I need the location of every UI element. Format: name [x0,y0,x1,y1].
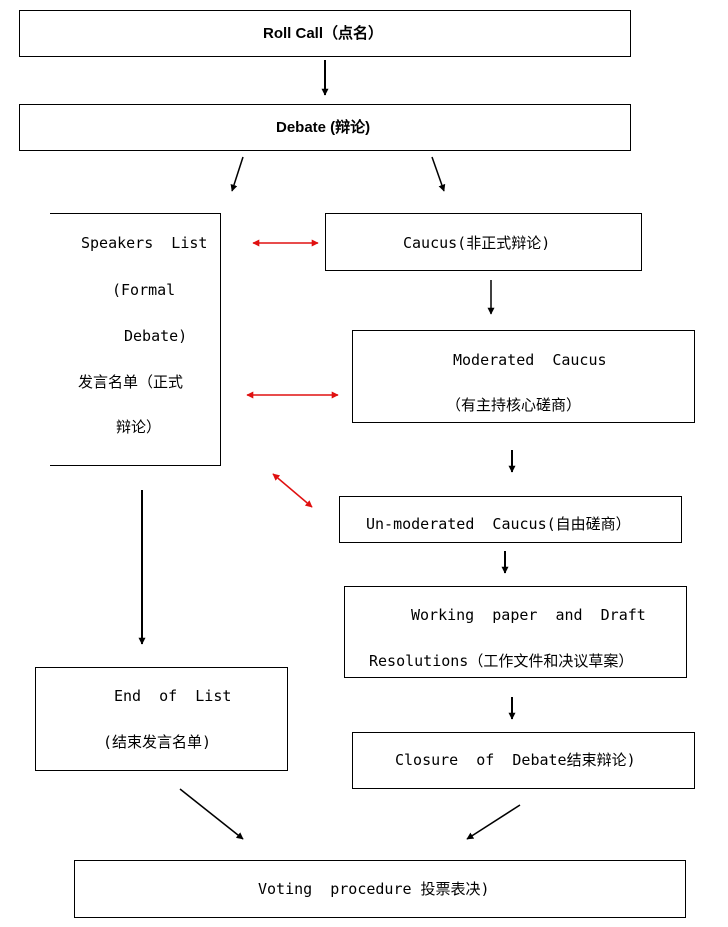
moderated-caucus-label-line2: （有主持核心磋商） [446,396,582,414]
working-paper-box [344,586,687,678]
end-of-list-box [35,667,288,771]
unmoderated-caucus-box [339,496,682,543]
speakers-list-label-line1: Speakers List [81,234,208,252]
roll-call-box [19,10,631,57]
closure-of-debate-box [352,732,695,789]
working-paper-label-line2: Resolutions（工作文件和决议草案） [369,652,634,670]
speakers-list-box [50,213,221,466]
arrow-debate-to-speakers-list [230,156,244,192]
debate-label: Debate (辩论) [276,119,371,136]
arrow-closure-to-voting [466,804,521,840]
speakers-list-label-line4: 发言名单（正式 [78,373,184,391]
speakers-list-label-line5: 辩论） [116,418,162,436]
arrow-end-of-list-to-voting [179,788,244,840]
closure-of-debate-label: Closure of Debate结束辩论) [395,751,636,769]
voting-procedure-label: Voting procedure 投票表决) [258,880,490,898]
roll-call-label: Roll Call（点名） [263,25,384,42]
caucus-label: Caucus(非正式辩论) [403,234,551,252]
speakers-list-label-line3: Debate) [124,327,188,345]
working-paper-label-line1: Working paper and Draft [411,606,646,624]
debate-box [19,104,631,151]
moderated-caucus-box [352,330,695,423]
unmoderated-caucus-label: Un-moderated Caucus(自由磋商） [366,515,631,533]
end-of-list-label-line2: (结束发言名单) [103,733,212,751]
arrow-debate-to-caucus [431,156,446,192]
moderated-caucus-label-line1: Moderated Caucus [453,351,607,369]
voting-procedure-box [74,860,686,918]
red-arrow-speakers-unmoderated [272,473,313,508]
speakers-list-label-line2: (Formal [112,281,176,299]
end-of-list-label-line1: End of List [114,687,232,705]
caucus-box [325,213,642,271]
